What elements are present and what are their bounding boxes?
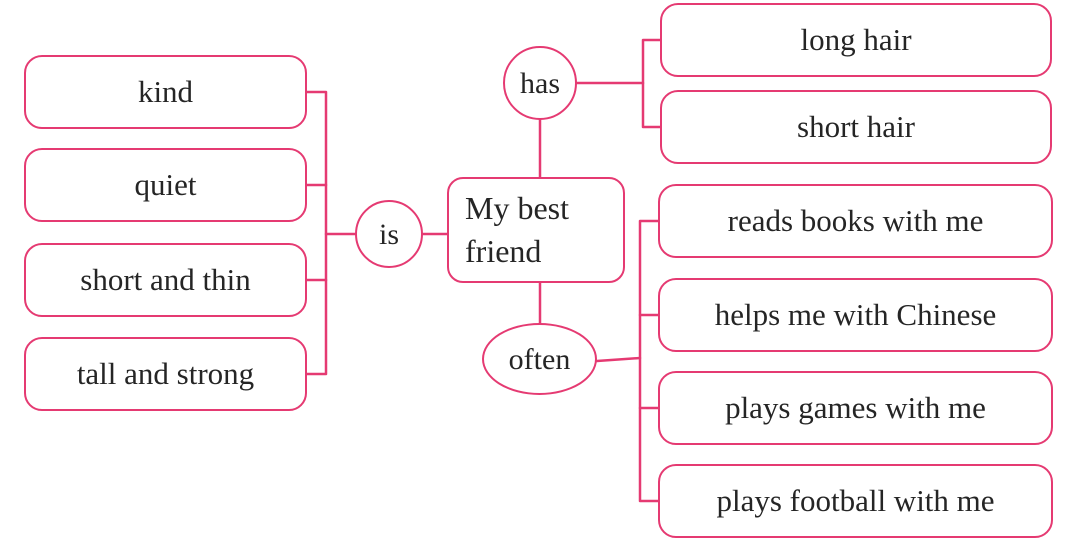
often-connector-right <box>595 356 642 363</box>
connector-label-has: has <box>520 66 560 100</box>
leaf-label: quiet <box>134 166 197 202</box>
center-node-label: My best friend <box>465 189 569 269</box>
leaf-node-quiet: quiet <box>24 148 307 222</box>
center-node-my-best-friend: My best friend <box>447 177 625 283</box>
leaf-node-short-and-thin: short and thin <box>24 243 307 317</box>
leaf-node-long-hair: long hair <box>660 3 1052 77</box>
leaf-label: helps me with Chinese <box>714 296 997 332</box>
connector-bubble-has: has <box>503 46 577 120</box>
leaf-label: short and thin <box>80 261 251 297</box>
has-trunk-line <box>641 38 662 129</box>
leaf-label: short hair <box>797 108 915 144</box>
leaf-node-helps-me-with-chinese: helps me with Chinese <box>658 278 1053 352</box>
is-trunk-line <box>305 90 328 376</box>
leaf-node-tall-and-strong: tall and strong <box>24 337 307 411</box>
leaf-label: plays football with me <box>716 482 995 518</box>
connector-bubble-is: is <box>355 200 423 268</box>
leaf-node-short-hair: short hair <box>660 90 1052 164</box>
leaf-label: kind <box>137 73 194 109</box>
leaf-node-plays-football-with-me: plays football with me <box>658 464 1053 538</box>
leaf-node-kind: kind <box>24 55 307 129</box>
connector-label-often: often <box>508 342 571 376</box>
leaf-label: reads books with me <box>727 202 984 238</box>
connector-bubble-often: often <box>482 323 597 395</box>
leaf-node-reads-books-with-me: reads books with me <box>658 184 1053 258</box>
leaf-node-plays-games-with-me: plays games with me <box>658 371 1053 445</box>
often-trunk-line <box>638 219 660 503</box>
connector-label-is: is <box>378 217 399 251</box>
leaf-label: plays games with me <box>725 389 986 425</box>
leaf-label: tall and strong <box>76 355 255 391</box>
leaf-label: long hair <box>800 21 912 57</box>
